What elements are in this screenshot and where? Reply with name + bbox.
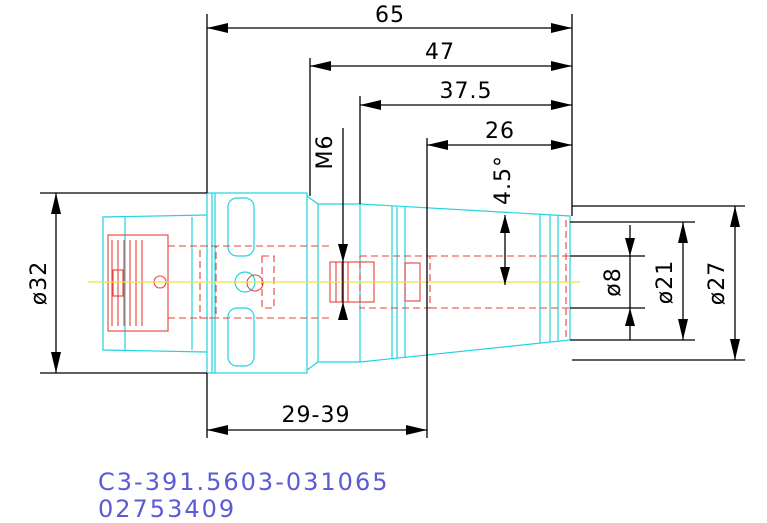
dim-overall-length: 65 — [375, 3, 405, 28]
part-code: C3-391.5603-031065 — [98, 468, 389, 496]
dim-dia-21: ø21 — [653, 260, 678, 304]
dim-length-37-5: 37.5 — [440, 79, 493, 104]
dimension-labels: 65 47 37.5 26 M6 4.5° ø32 ø8 ø21 ø27 29-… — [27, 3, 730, 428]
hidden-details — [107, 220, 570, 340]
dim-thread: M6 — [313, 135, 338, 170]
part-number: 02753409 — [98, 495, 236, 523]
flange-outline — [206, 192, 308, 374]
dim-length-26: 26 — [485, 119, 515, 144]
dim-dia-32: ø32 — [27, 261, 52, 305]
part-identification: C3-391.5603-031065 02753409 — [98, 468, 389, 523]
dim-range: 29-39 — [282, 403, 351, 428]
dimension-lines — [40, 14, 745, 438]
dim-dia-27: ø27 — [705, 261, 730, 305]
drive-slot-bottom — [227, 307, 255, 367]
drive-slot-top — [227, 197, 255, 257]
dim-taper-angle: 4.5° — [491, 155, 516, 205]
dim-length-47: 47 — [425, 40, 455, 65]
dim-dia-8: ø8 — [601, 267, 626, 296]
